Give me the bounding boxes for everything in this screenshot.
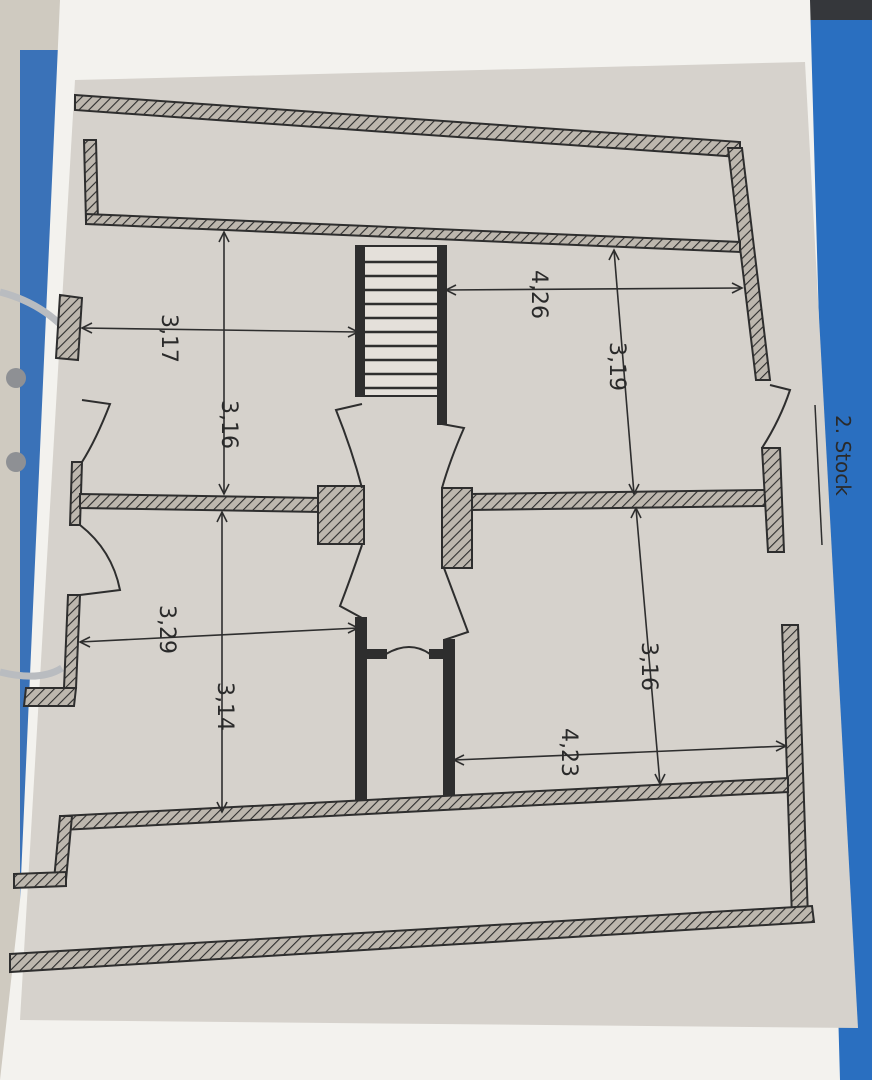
door-hall-top-left xyxy=(334,403,363,489)
door-left-top xyxy=(81,399,112,463)
binder-ring-base-top xyxy=(6,368,26,388)
floor-plan xyxy=(9,93,816,974)
chimney-left xyxy=(317,485,365,545)
chimney-right xyxy=(441,487,473,569)
dim-line-rt-length xyxy=(613,249,635,495)
wall-right-mid-upper xyxy=(760,447,786,553)
wall-top-inner xyxy=(85,212,741,254)
door-left-bottom xyxy=(79,524,122,596)
stair-wall-right xyxy=(437,245,447,425)
dim-label-left-top-width: 3,17 xyxy=(156,314,181,363)
wall-top-left xyxy=(82,139,100,223)
dim-label-right-bottom-width: 4,23 xyxy=(556,728,581,777)
dim-label-right-top-width: 4,26 xyxy=(526,270,551,319)
wall-left-corner xyxy=(22,687,78,707)
wall-middle-right xyxy=(469,488,766,512)
stair-wall-left xyxy=(355,245,365,397)
binder-ring-base-bottom xyxy=(6,452,26,472)
stair-treads xyxy=(362,260,440,390)
dimension-labels: 3,17 3,16 3,29 3,14 4,26 3,19 4,23 3,16 xyxy=(154,270,661,777)
dim-label-right-bottom-length: 3,16 xyxy=(636,642,661,691)
floor-label-underline xyxy=(814,404,823,546)
door-hall-bottom-left xyxy=(338,544,363,619)
dimension-lines xyxy=(78,230,788,814)
dim-line-rb-length xyxy=(635,507,661,785)
plan-paper xyxy=(20,62,858,1028)
staircase xyxy=(359,245,441,397)
door-right-side xyxy=(761,384,792,449)
wall-left-upper xyxy=(54,293,84,362)
door-hall-top-right xyxy=(441,423,466,489)
wall-bottom-outer xyxy=(9,904,816,974)
door-corridor xyxy=(385,646,431,655)
dim-label-right-top-length: 3,19 xyxy=(604,342,629,391)
doors xyxy=(79,384,792,655)
door-hall-bottom-right xyxy=(443,567,470,641)
dim-label-left-top-length: 3,16 xyxy=(216,400,241,449)
floor-label: 2. Stock xyxy=(831,415,855,496)
wall-left-lower xyxy=(62,594,82,689)
dim-label-left-bottom-length: 3,14 xyxy=(212,682,237,731)
corridor-wall-right xyxy=(443,639,455,801)
wall-middle-left xyxy=(79,492,321,514)
corridor-wall-left xyxy=(355,617,367,807)
corridor-door-jamb-right xyxy=(429,649,449,659)
dim-line-rb-width xyxy=(453,745,787,761)
dim-line-lb-width xyxy=(79,627,359,643)
wall-top-right xyxy=(726,147,772,381)
dim-label-left-bottom-width: 3,29 xyxy=(154,605,179,654)
corridor-door-jamb-left xyxy=(365,649,387,659)
dim-line-lt-width xyxy=(81,327,359,333)
dim-line-rt-width xyxy=(445,287,743,291)
wall-bottom-left-stub xyxy=(13,870,67,890)
